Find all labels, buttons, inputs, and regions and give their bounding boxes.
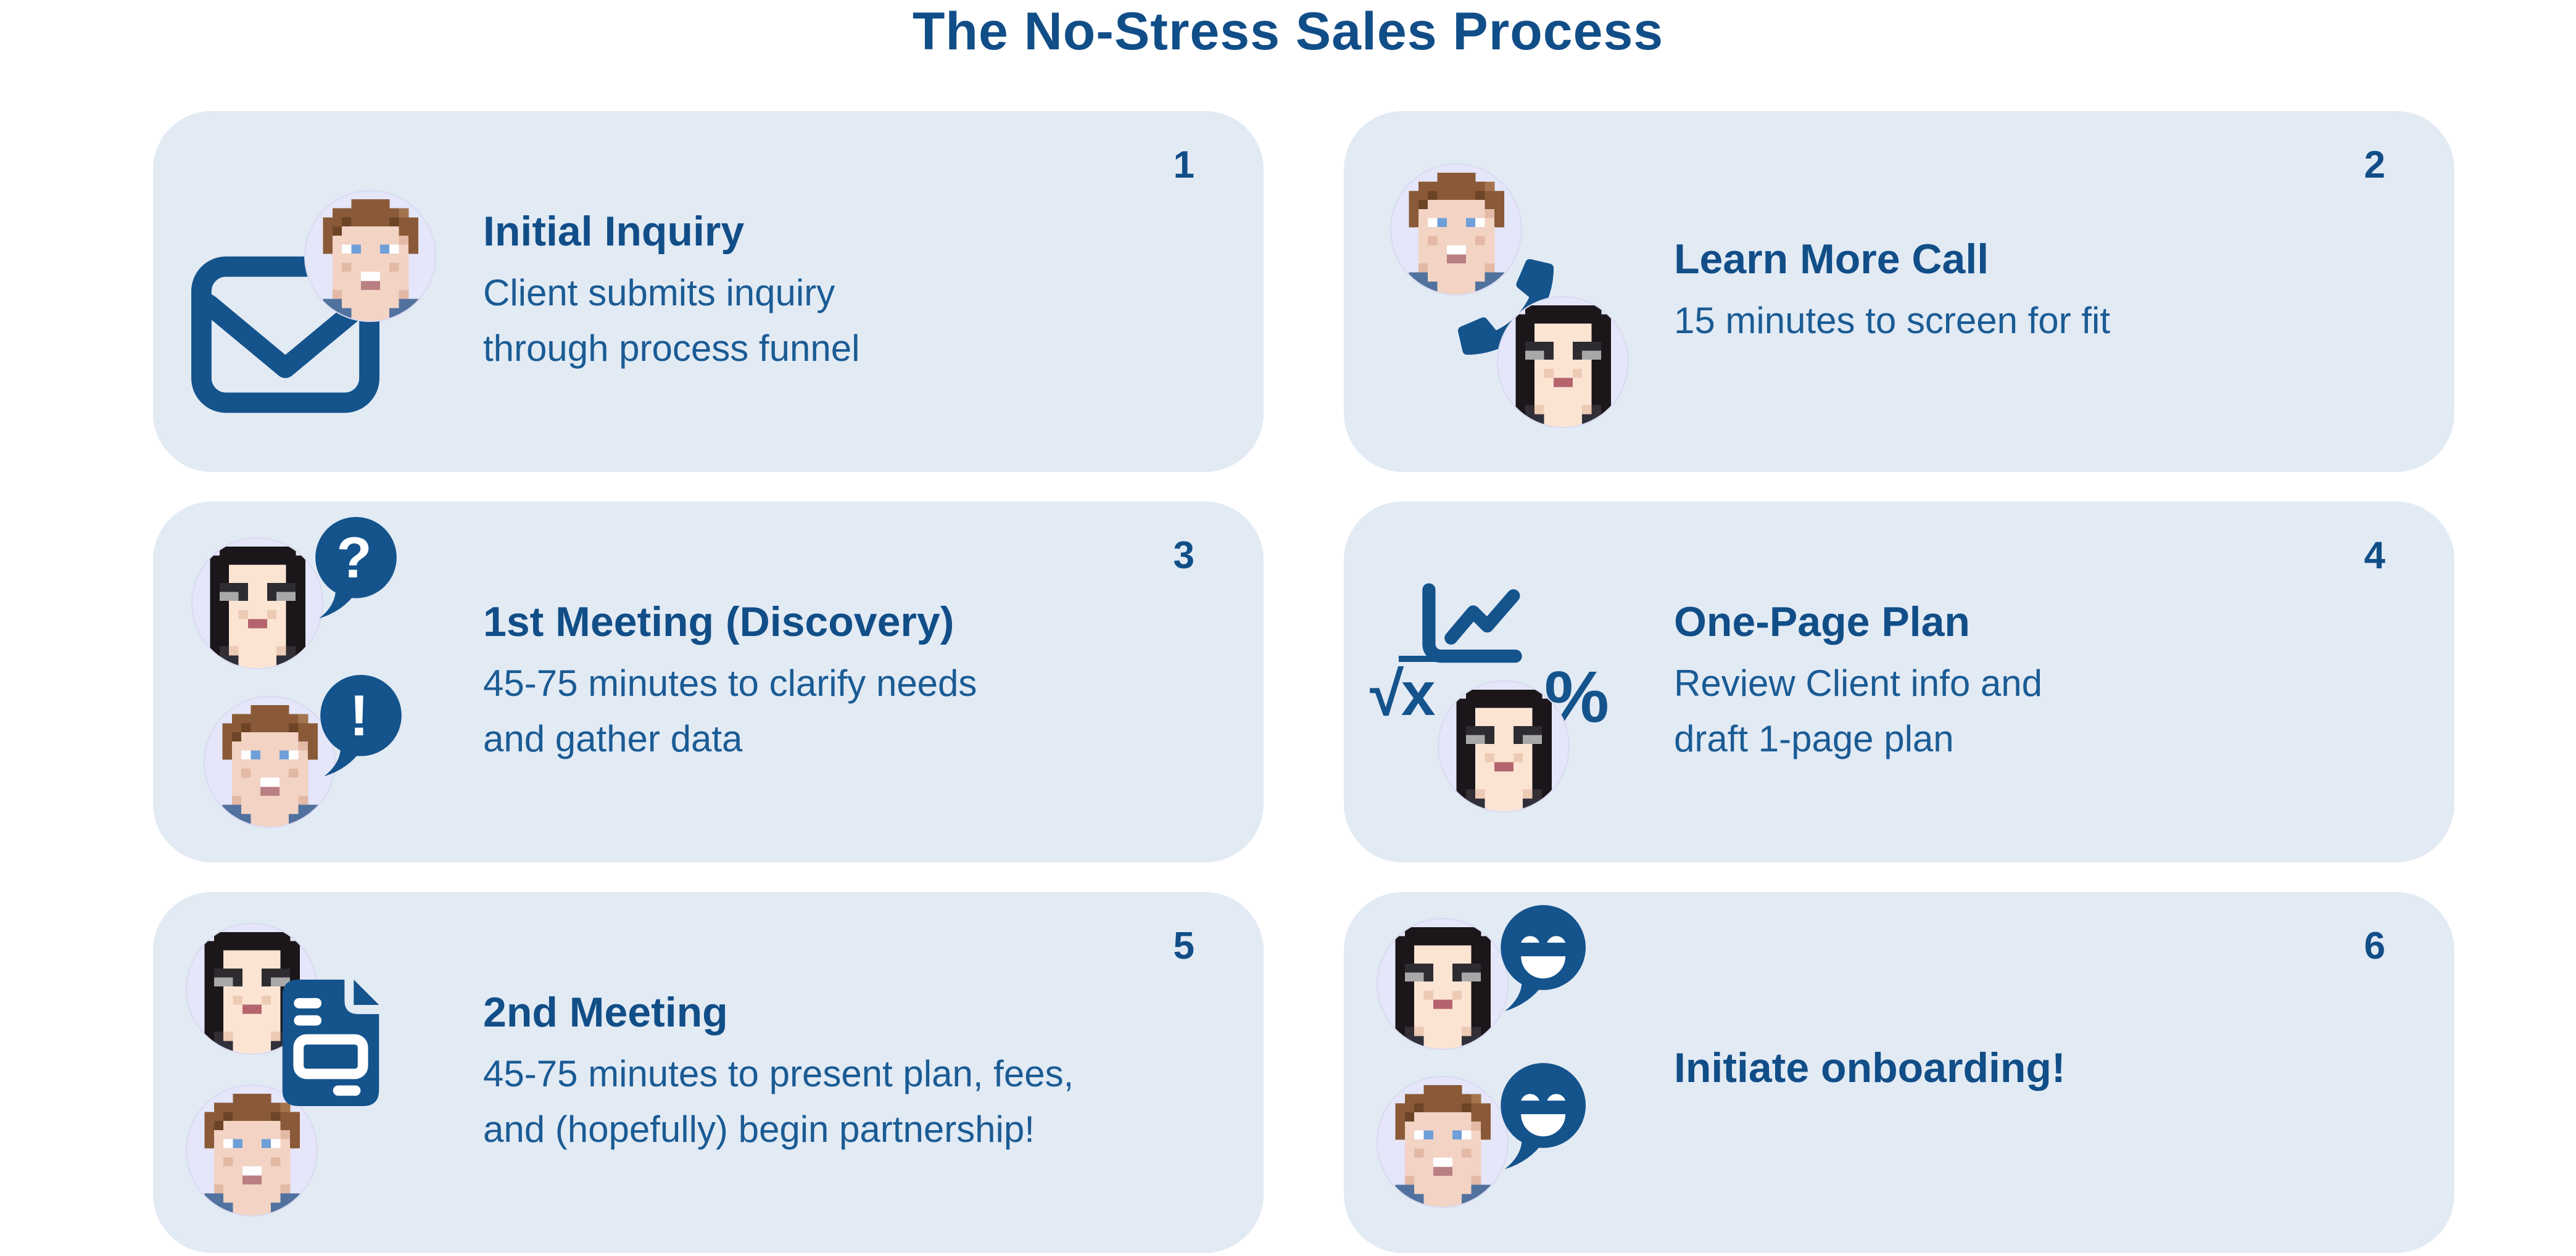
question-glyph: ? — [336, 524, 372, 590]
card-text: Initial Inquiry Client submits inquiry t… — [483, 111, 1208, 472]
male-avatar — [186, 1085, 318, 1217]
sqrt-x: x — [1398, 656, 1442, 725]
step-number: 5 — [1173, 925, 1195, 967]
male-avatar — [304, 190, 436, 322]
card-desc-line: 45-75 minutes to clarify needs — [483, 662, 977, 704]
step-number: 2 — [2364, 144, 2385, 186]
female-avatar — [1438, 680, 1570, 812]
card-title: 2nd Meeting — [483, 988, 728, 1036]
question-bubble-icon: ? — [307, 515, 401, 621]
female-avatar — [1377, 918, 1509, 1050]
step-number: 1 — [1173, 144, 1195, 186]
card-first-meeting: 3 ? ! — [153, 502, 1264, 862]
document-icon — [282, 980, 379, 1106]
card-text: Learn More Call 15 minutes to screen for… — [1674, 111, 2399, 472]
card-initial-inquiry: 1 Initial Inquiry Client submits inquiry… — [153, 111, 1264, 472]
card-artwork — [1344, 892, 1674, 1253]
card-artwork: √x % — [1344, 502, 1674, 862]
card-text: One-Page Plan Review Client info and dra… — [1674, 502, 2399, 862]
sqrt-radical: √ — [1370, 659, 1404, 729]
card-desc-line: Client submits inquiry — [483, 271, 835, 313]
card-artwork — [1344, 111, 1674, 472]
step-number: 4 — [2364, 534, 2385, 577]
card-artwork: ? ! — [153, 502, 483, 862]
female-avatar — [1497, 296, 1629, 428]
card-text: Initiate onboarding! — [1674, 892, 2399, 1253]
smile-bubble-icon — [1492, 1061, 1591, 1172]
card-title: Initiate onboarding! — [1674, 1044, 2066, 1091]
card-desc-line: draft 1-page plan — [1674, 717, 1954, 759]
card-text: 1st Meeting (Discovery) 45-75 minutes to… — [483, 502, 1208, 862]
card-title: Learn More Call — [1674, 235, 1989, 283]
exclamation-glyph: ! — [349, 682, 369, 748]
card-second-meeting: 5 2nd Meeting 45-75 minutes to present p… — [153, 892, 1264, 1253]
process-grid: 1 Initial Inquiry Client submits inquiry… — [153, 111, 2454, 1253]
female-avatar — [191, 537, 323, 669]
card-text: 2nd Meeting 45-75 minutes to present pla… — [483, 892, 1208, 1253]
male-avatar — [1377, 1076, 1509, 1208]
male-avatar — [1390, 163, 1522, 295]
card-desc-line: and (hopefully) begin partnership! — [483, 1108, 1035, 1150]
step-number: 3 — [1173, 534, 1195, 577]
step-number: 6 — [2364, 925, 2385, 967]
envelope-icon — [191, 256, 379, 413]
smile-bubble-icon — [1492, 903, 1591, 1014]
phone-icon — [1458, 259, 1554, 355]
card-artwork — [153, 111, 483, 472]
card-desc-line: 45-75 minutes to present plan, fees, — [483, 1052, 1074, 1094]
card-artwork — [153, 892, 483, 1253]
card-title: One-Page Plan — [1674, 598, 1970, 645]
card-desc-line: through process funnel — [483, 327, 860, 369]
card-title: Initial Inquiry — [483, 207, 745, 255]
card-one-page-plan: 4 √x % One-Page Plan Review Client info … — [1344, 502, 2454, 862]
male-avatar — [204, 696, 336, 828]
sqrt-icon: √x — [1370, 656, 1442, 725]
exclamation-bubble-icon: ! — [312, 673, 406, 779]
card-desc-line: Review Client info and — [1674, 662, 2042, 704]
page-title: The No-Stress Sales Process — [912, 2, 1664, 61]
card-desc-line: 15 minutes to screen for fit — [1674, 299, 2110, 341]
card-initiate-onboarding: 6 — [1344, 892, 2454, 1253]
card-title: 1st Meeting (Discovery) — [483, 598, 955, 645]
card-desc-line: and gather data — [483, 717, 743, 759]
card-learn-more-call: 2 Learn More Call 15 minutes to screen f… — [1344, 111, 2454, 472]
